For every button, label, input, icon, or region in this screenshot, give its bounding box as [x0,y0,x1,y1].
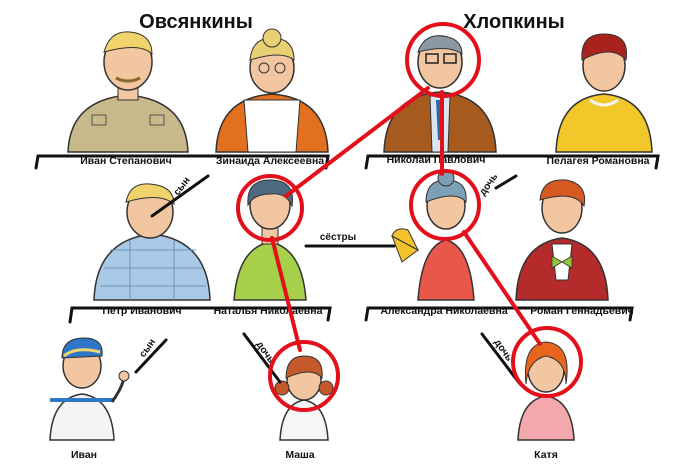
descent-line-katya [480,332,522,386]
name-roman-gennadievich: Роман Геннадьевич [530,305,634,317]
highlight-line-nikolay-natalya [284,86,430,198]
name-pelageya-romanovna: Пелагея Романовна [546,155,649,167]
name-petr-ivanovich: Пётр Иванович [102,305,181,317]
label-natalya-daughter: дочь [477,172,500,198]
highlight-line-alexandra-katya [462,230,542,346]
couple-line-alexandra-roman [364,306,634,322]
descent-line-daughters [494,174,518,190]
label-sisters: сёстры [320,232,356,243]
name-katya: Катя [534,449,558,461]
couple-line-petr-natalya [68,306,332,324]
highlight-circle-alexandra [409,169,481,241]
highlight-line-natalya-masha [270,236,302,352]
figure-roman-gennadievich [515,179,609,301]
name-nikolay-pavlovich: Николай Павлович [387,154,486,166]
highlight-circle-nikolay [405,22,481,98]
name-ivan-stepanovich: Иван Степанович [80,155,171,167]
highlight-circle-natalya [236,174,304,242]
descent-line-masha [242,332,282,384]
name-masha: Маша [285,449,314,461]
name-alexandra-nikolaevna: Александра Николаевна [380,305,508,317]
family-title-khlopkiny: Хлопкины [463,11,565,33]
figure-natalya-nikolaevna [233,179,307,301]
name-ivan: Иван [71,449,97,461]
name-zinaida-alekseevna: Зинаида Алексеевна [216,155,324,167]
figure-zinaida-alekseevna [215,28,329,153]
couple-line-khlopkiny [364,154,660,170]
figure-pelageya-romanovna [555,33,653,153]
figure-ivan-stepanovich [67,31,189,153]
highlight-circle-katya [511,326,583,398]
descent-line-petr [150,174,210,218]
family-title-ovsyankiny: Овсянкины [139,11,253,33]
name-natalya-nikolaevna: Наталья Николаевна [214,305,323,317]
figure-ivan [49,337,130,441]
label-petr-son: сын [172,175,193,198]
couple-line-ovsyankiny [34,154,330,170]
figure-katya [517,341,575,441]
label-ivan-son: сын [137,337,158,360]
figure-alexandra-nikolaevna [391,169,475,301]
highlight-circle-masha [268,340,340,412]
figure-petr-ivanovich [93,183,211,301]
figure-masha [274,355,334,441]
descent-line-ivan [134,338,168,374]
